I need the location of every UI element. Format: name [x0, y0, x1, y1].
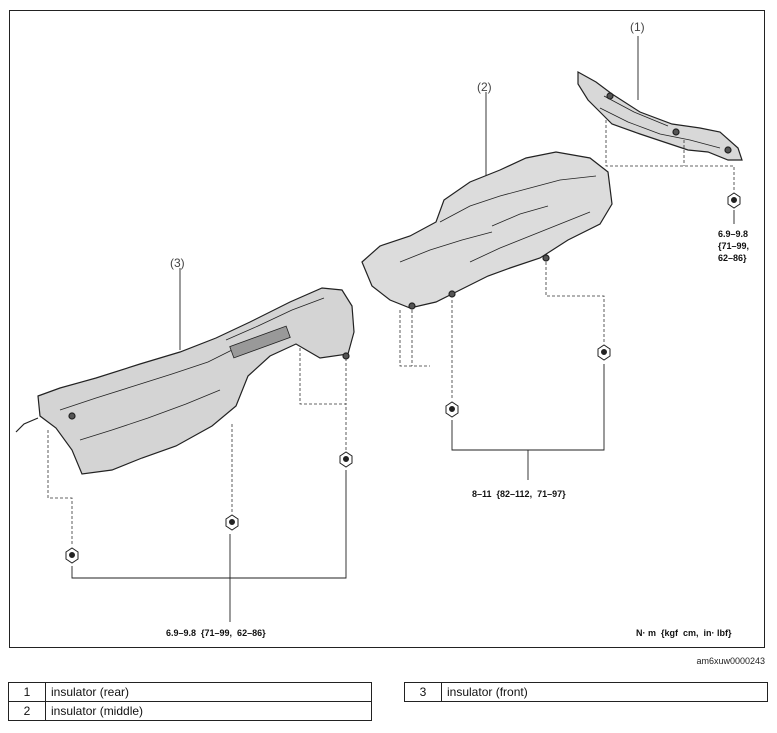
- legend-label: insulator (rear): [45, 682, 372, 702]
- leader-lines: [179, 36, 639, 350]
- torque-units: N· m {kgf cm, in· lbf}: [636, 628, 732, 638]
- torque-rear-line3: 62–86}: [718, 253, 747, 263]
- legend-row: 3 insulator (front): [404, 682, 768, 702]
- torque-middle: 8–11 {82–112, 71–97}: [472, 489, 566, 499]
- dashed-guides: [47, 120, 735, 546]
- torque-rear-line2: {71–99,: [718, 241, 750, 251]
- callout-1: (1): [630, 20, 645, 34]
- callout-2: (2): [477, 80, 492, 94]
- nut-icon: [65, 547, 79, 564]
- nut-icon: [445, 401, 459, 418]
- torque-rear-line1: 6.9–9.8: [718, 229, 749, 239]
- legend-table-right: 3 insulator (front): [404, 682, 768, 702]
- middle-insulator-part: [361, 151, 613, 310]
- torque-bracket-lines: [71, 210, 735, 622]
- legend-label: insulator (middle): [45, 701, 372, 721]
- rear-insulator-part: [577, 70, 743, 161]
- callout-3: (3): [170, 256, 185, 270]
- legend-number: 2: [8, 701, 46, 721]
- image-code: am6xuw0000243: [696, 656, 765, 666]
- legend-number: 1: [8, 682, 46, 702]
- legend-table-left: 1 insulator (rear) 2 insulator (middle): [8, 682, 372, 721]
- nut-icon: [597, 344, 611, 361]
- nut-icon: [225, 514, 239, 531]
- front-insulator-part: [15, 287, 355, 475]
- diagram-frame: [9, 10, 765, 648]
- torque-front: 6.9–9.8 {71–99, 62–86}: [166, 628, 266, 638]
- legend-row: 2 insulator (middle): [8, 701, 372, 721]
- legend-row: 1 insulator (rear): [8, 682, 372, 702]
- torque-rear: 6.9–9.8 {71–99, 62–86}: [718, 228, 749, 264]
- nut-icon: [727, 192, 741, 209]
- nut-icons: [65, 192, 741, 564]
- legend-number: 3: [404, 682, 442, 702]
- nut-icon: [339, 451, 353, 468]
- legend-label: insulator (front): [441, 682, 768, 702]
